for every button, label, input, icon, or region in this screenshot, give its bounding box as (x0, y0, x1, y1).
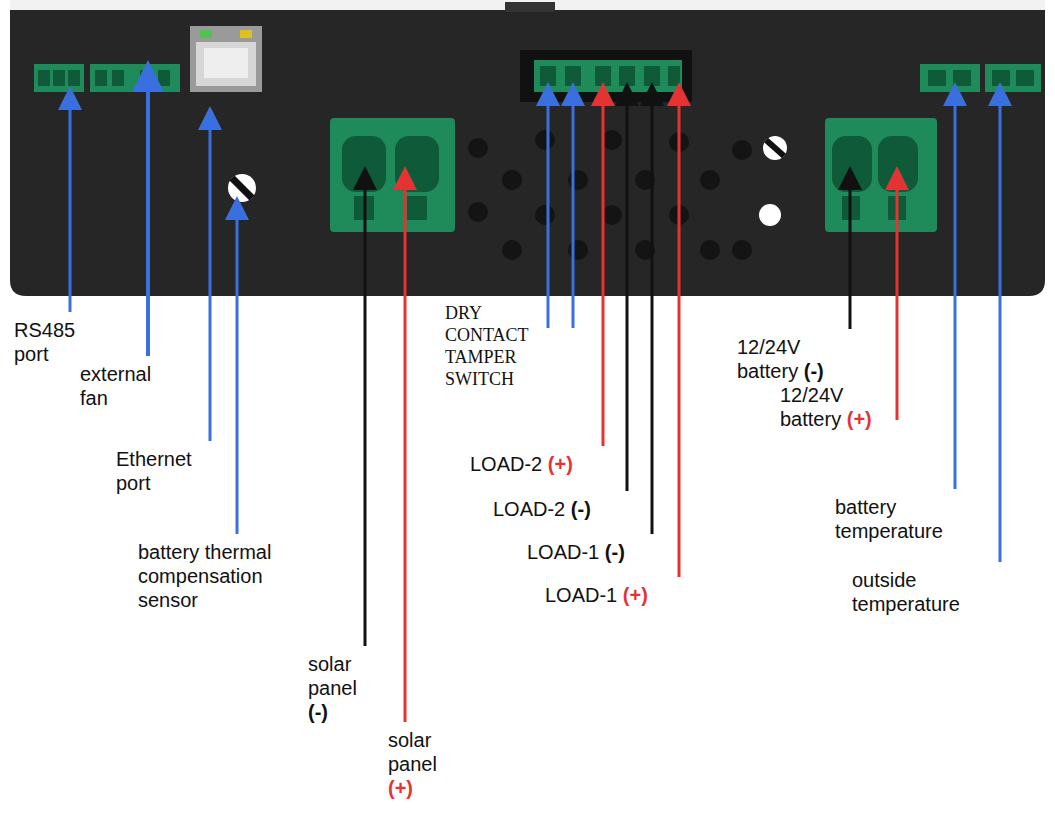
connector-label: LOAD-1 (527, 541, 599, 563)
polarity-plus: (+) (388, 776, 443, 800)
switch-label: DRY CONTACT TAMPER SWITCH (445, 302, 545, 390)
sensor-label: battery temperature (835, 495, 953, 543)
battery-label: 12/24V battery (+) (780, 383, 892, 431)
connector-label: battery temperature (835, 496, 943, 542)
terminal-label: solar panel(-) (308, 652, 363, 724)
polarity-minus: (-) (605, 541, 625, 563)
connector-label: DRY CONTACT TAMPER SWITCH (445, 303, 528, 389)
connector-label: LOAD-2 (470, 453, 542, 475)
polarity-minus: (-) (308, 700, 363, 724)
sensor-label: battery thermal compensation sensor (138, 540, 313, 612)
load-label: LOAD-2 (+) (470, 452, 600, 476)
connector-label: outside temperature (852, 569, 960, 615)
load-label: LOAD-1 (-) (527, 540, 649, 564)
connector-label: LOAD-1 (545, 584, 617, 606)
battery-label: 12/24V battery (-) (737, 335, 849, 383)
polarity-plus: (+) (847, 408, 872, 430)
load-label: LOAD-1 (+) (545, 583, 675, 607)
polarity-minus: (-) (804, 360, 824, 382)
polarity-minus: (-) (571, 498, 591, 520)
connector-label: solar panel (308, 652, 363, 700)
load-label: LOAD-2 (-) (493, 497, 623, 521)
polarity-plus: (+) (548, 453, 573, 475)
connector-label: 12/24V battery (737, 336, 800, 382)
terminal-label: solar panel(+) (388, 728, 443, 800)
port-label: external fan (80, 362, 150, 410)
port-label: RS485 port (14, 318, 94, 366)
connector-label: solar panel (388, 728, 443, 776)
sensor-label: outside temperature (852, 568, 982, 616)
connector-label: external fan (80, 363, 151, 409)
connector-label: Ethernet port (116, 448, 192, 494)
connector-label: battery thermal compensation sensor (138, 541, 271, 611)
polarity-plus: (+) (623, 584, 648, 606)
connector-label: RS485 port (14, 319, 75, 365)
port-label: Ethernet port (116, 447, 206, 495)
connector-label: LOAD-2 (493, 498, 565, 520)
connector-label: 12/24V battery (780, 384, 843, 430)
